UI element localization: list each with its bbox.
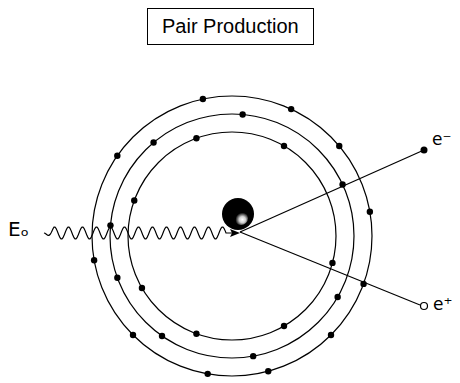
orbital-electron: [328, 332, 334, 338]
orbital-electron: [329, 260, 335, 266]
orbital-electron: [281, 143, 287, 149]
orbital-electron: [367, 208, 373, 214]
orbital-electron: [131, 197, 137, 203]
positron-track: [240, 232, 420, 305]
orbital-electron: [114, 275, 120, 281]
photon-wave: [44, 227, 236, 239]
orbital-electron: [193, 331, 199, 337]
orbital-electron: [288, 106, 294, 112]
electron-shell: [128, 132, 336, 340]
electron-shell: [110, 114, 354, 358]
title: Pair Production: [147, 8, 314, 45]
orbital-electron: [200, 96, 206, 102]
orbital-electron: [336, 143, 342, 149]
orbital-electron: [130, 332, 136, 338]
electron-track: [240, 150, 424, 232]
electron-dot: [421, 147, 428, 154]
electron-label: e⁻: [432, 130, 451, 149]
positron-label: e⁺: [433, 295, 452, 314]
orbital-electron: [193, 135, 199, 141]
orbital-electron: [159, 333, 165, 339]
orbital-electron: [91, 257, 97, 263]
positron-dot: [421, 303, 428, 310]
orbital-electron: [239, 111, 245, 117]
photon-energy-label: Eₒ: [8, 218, 29, 240]
orbital-electron: [334, 294, 340, 300]
orbital-electron: [250, 353, 256, 359]
orbital-electron: [281, 323, 287, 329]
orbital-electron: [139, 285, 145, 291]
nucleus: [222, 198, 254, 230]
nucleus-highlight: [234, 211, 248, 225]
photon-arrowhead: [230, 229, 240, 237]
orbital-electron: [150, 139, 156, 145]
orbital-electron: [265, 368, 271, 374]
orbital-electron: [204, 371, 210, 377]
orbital-electron: [114, 152, 120, 158]
